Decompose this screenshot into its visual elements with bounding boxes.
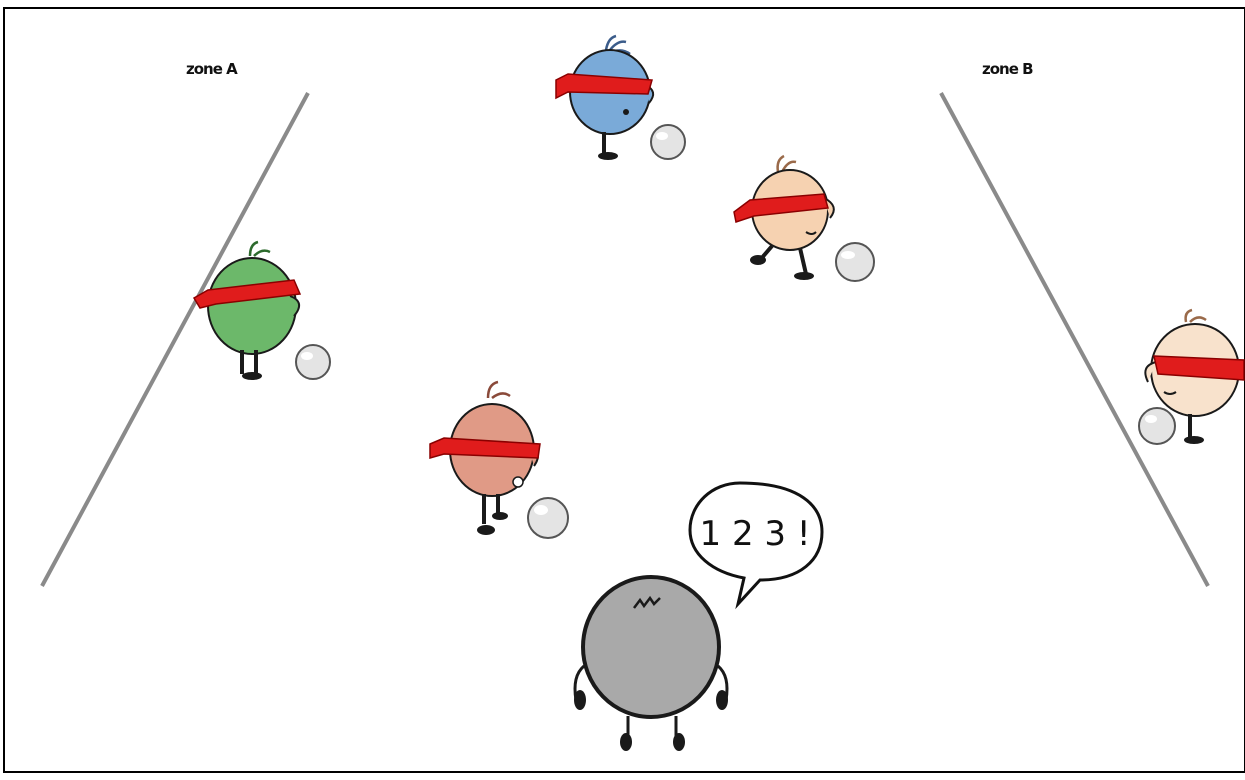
counter-foot-right [673,733,685,751]
ball [835,242,875,282]
green-player-feet [242,372,262,380]
counter-body [581,575,721,719]
peach-player-foot-left [750,255,766,265]
green-player-body [207,257,297,355]
counter-foot-left [620,733,632,751]
salmon-player-mouth [512,476,524,488]
blue-player [555,34,655,160]
peach-player-blindfold [733,193,829,223]
zone-a-label: zone A [186,60,238,78]
zone-b-label: zone B [982,60,1034,78]
salmon-player-hair [486,380,511,399]
green-player-hair [248,240,271,257]
speech-bubble-text: 1 2 3 ! [700,514,811,554]
blue-player-mouth [623,109,629,115]
blue-player-blindfold [555,73,653,100]
zone-a-boundary-line [40,92,310,587]
ball [527,497,569,539]
speech-bubble: 1 2 3 ! [688,481,824,610]
green-player [192,240,302,380]
salmon-player-blindfold [429,437,541,459]
edge-player-mouth [1163,391,1177,395]
green-player-nose [289,295,301,317]
green-player-legs [240,350,258,374]
salmon-player-foot-right [492,512,508,520]
green-player-blindfold [192,279,302,309]
peach-player-mouth [805,231,817,235]
ball [295,344,331,380]
counter-hand-left [574,690,586,710]
peach-player-foot-right [794,272,814,280]
counter-hair [633,595,661,609]
counter-character [573,575,729,751]
edge-player-blindfold [1153,355,1245,381]
ball [650,124,686,160]
zone-b-boundary-line [939,92,1210,587]
speech-bubble-shape [688,481,824,610]
edge-player-nose [1144,361,1157,383]
edge-player-foot [1184,436,1204,444]
counter-hand-right [716,690,728,710]
salmon-player-foot-left [477,525,495,535]
blue-player-foot [598,152,618,160]
peach-player [733,154,835,280]
ball [1138,407,1176,445]
edge-player [1144,308,1245,444]
edge-player-hair [1184,308,1207,323]
salmon-player [429,380,541,535]
